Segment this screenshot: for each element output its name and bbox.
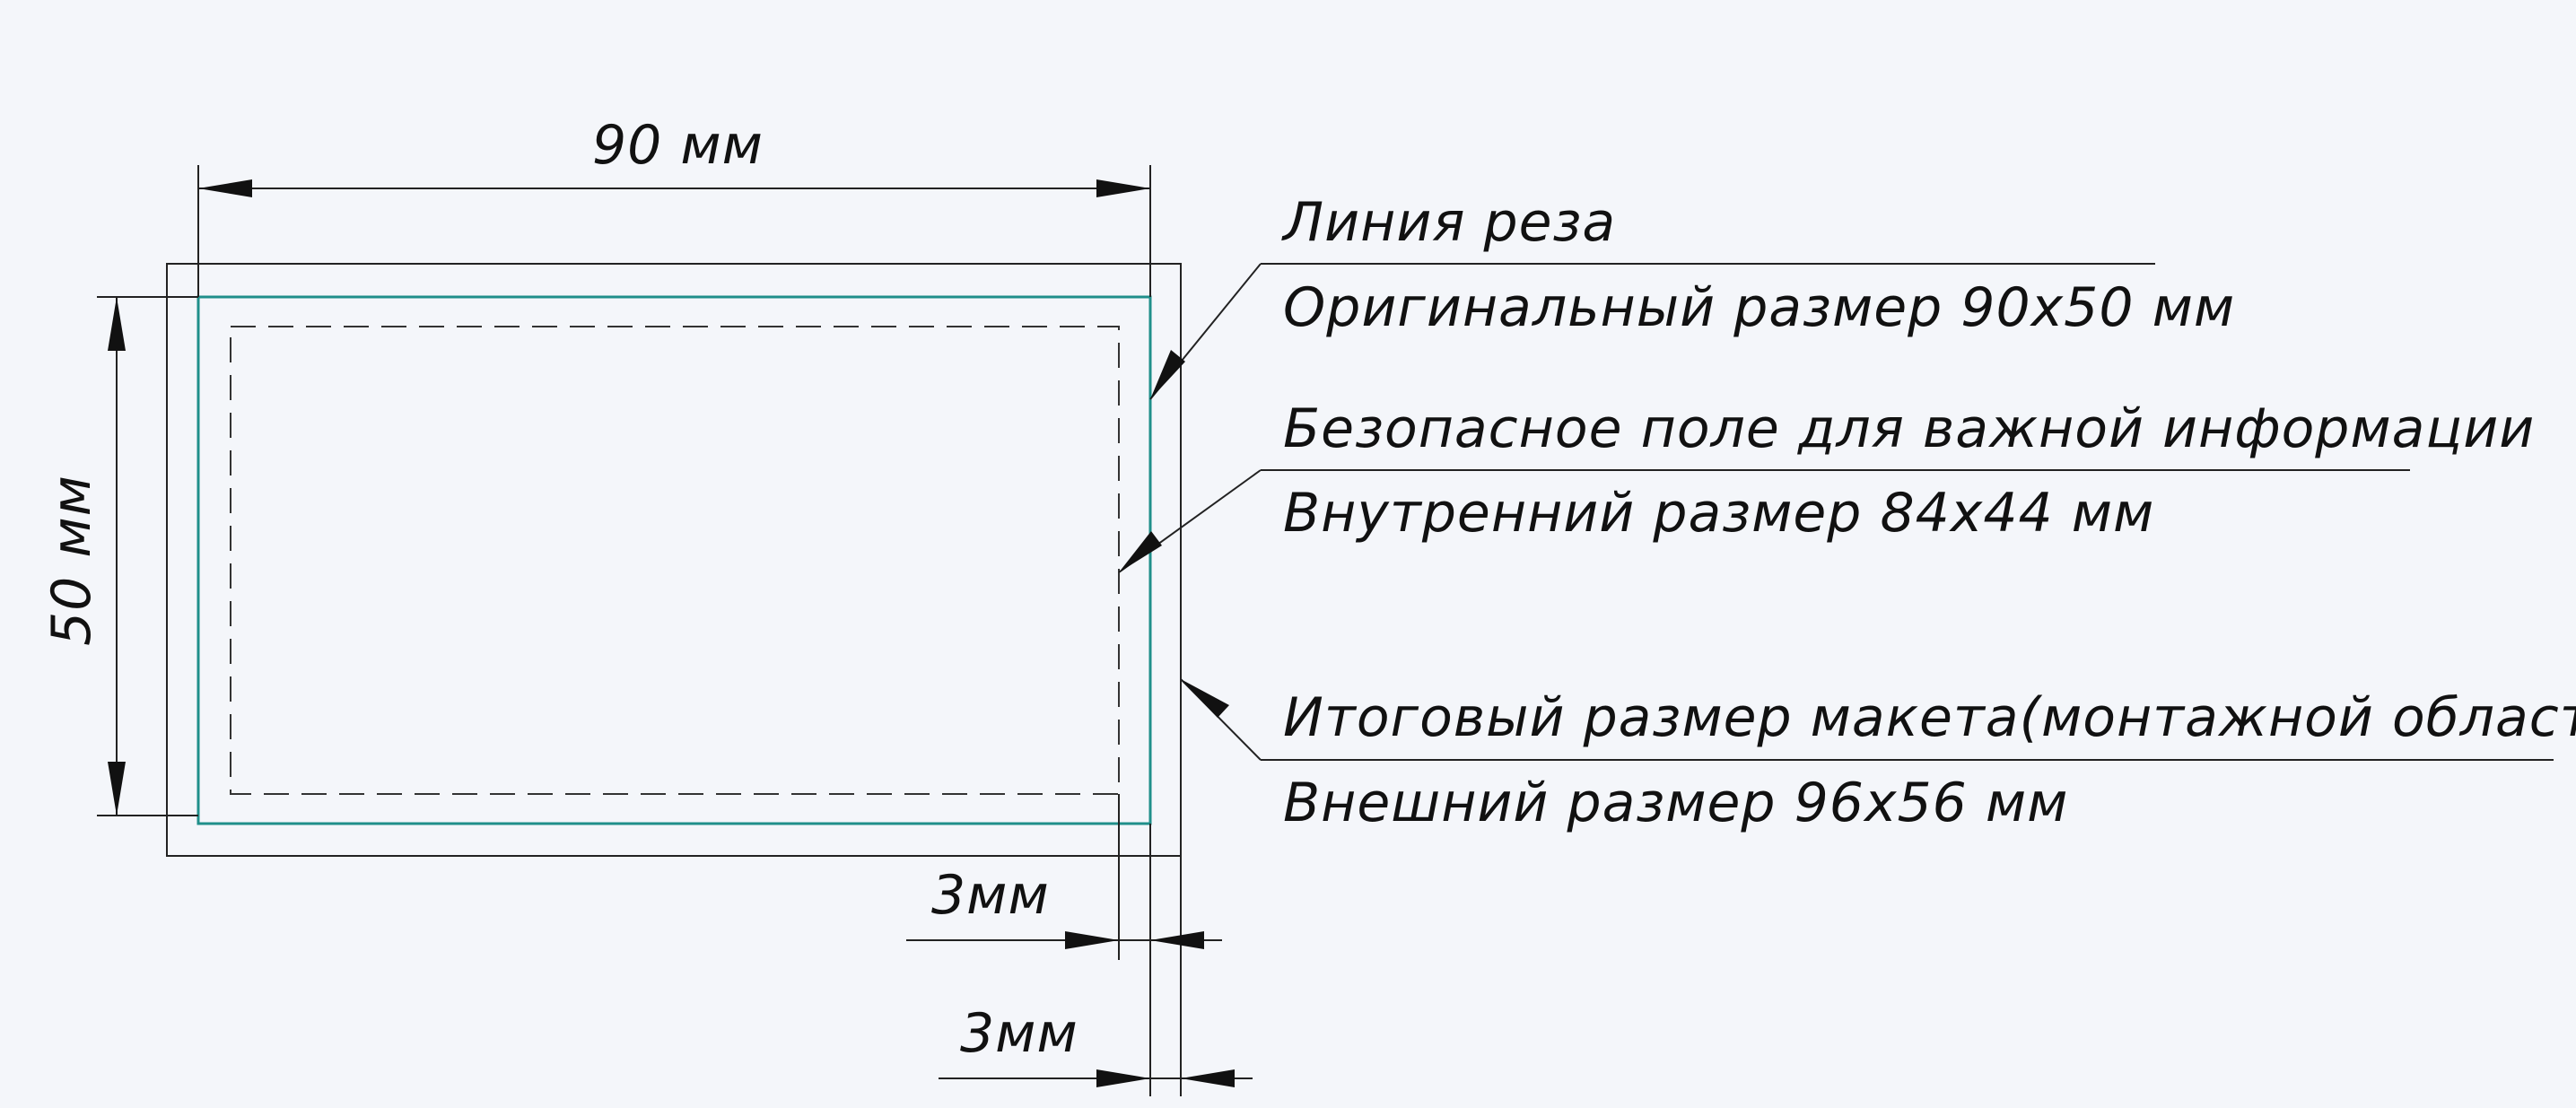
- final-callout-title: Итоговый размер макета(монтажной области…: [1283, 686, 2576, 749]
- width-arrow-left: [198, 179, 252, 197]
- safe-zone-rect: [230, 326, 1120, 795]
- outer-gap-label: 3мм: [960, 1002, 1078, 1065]
- outer-gap-arrow-right: [1181, 1069, 1235, 1087]
- outer-bleed-rect: [166, 263, 1182, 857]
- safe-callout-subtitle: Внутренний размер 84x44 мм: [1283, 482, 2154, 545]
- cut-line-rect: [196, 295, 1152, 825]
- width-label: 90 мм: [592, 114, 764, 177]
- safe-callout-title: Безопасное поле для важной информации: [1283, 397, 2535, 460]
- cut-callout-title: Линия реза: [1281, 191, 1616, 254]
- height-arrow-bottom: [108, 762, 126, 816]
- final-callout-subtitle: Внешний размер 96x56 мм: [1283, 772, 2068, 834]
- width-arrow-right: [1096, 179, 1150, 197]
- cut-callout-arrow: [1150, 350, 1185, 399]
- final-callout-arrow: [1181, 679, 1229, 718]
- inner-gap-arrow-right: [1150, 931, 1204, 949]
- inner-gap-label: 3мм: [931, 864, 1050, 927]
- safe-callout-arrow: [1119, 531, 1162, 572]
- inner-gap-arrow-left: [1065, 931, 1119, 949]
- cut-callout-subtitle: Оригинальный размер 90x50 мм: [1283, 276, 2235, 339]
- height-arrow-top: [108, 297, 126, 351]
- outer-gap-arrow-left: [1096, 1069, 1150, 1087]
- height-label: 50 мм: [40, 475, 103, 646]
